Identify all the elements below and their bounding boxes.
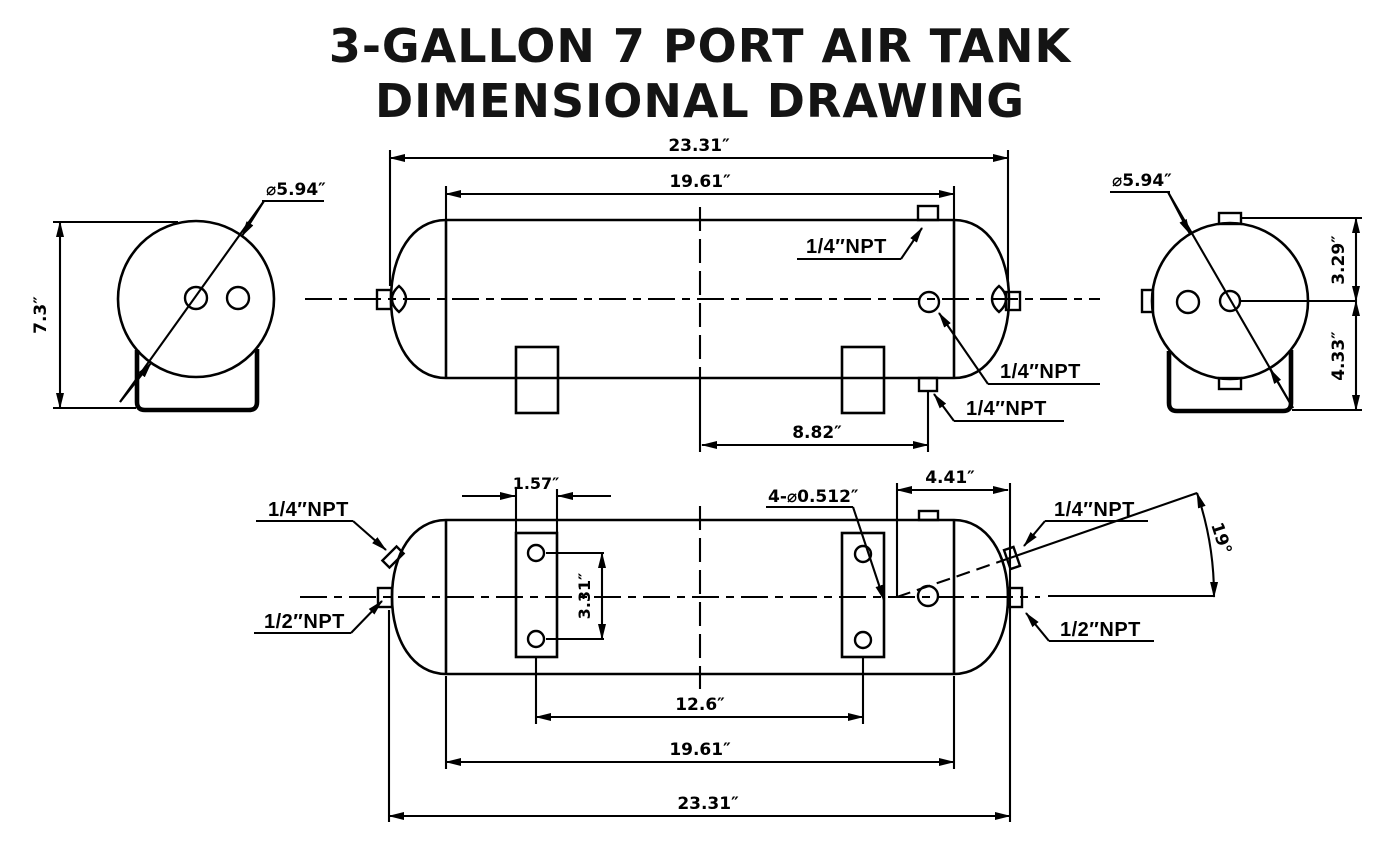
top-port-boss <box>1217 211 1243 226</box>
dim-end-port-offset-label: 4.41″ <box>925 468 975 488</box>
bracket-hole <box>526 543 546 563</box>
dim-diameter-label: ⌀5.94″ <box>1112 171 1172 191</box>
dim-shell-length: 19.61″ <box>444 676 956 769</box>
dim-shell-length-label: 19.61″ <box>669 172 731 192</box>
left-center-port-label: 1/2″NPT <box>264 611 345 633</box>
left-end-bracket <box>134 349 260 413</box>
dim-center-to-top-label: 3.29″ <box>1329 235 1349 285</box>
title-block: 3-GALLON 7 PORT AIR TANK DIMENSIONAL DRA… <box>329 19 1073 128</box>
side-port-boss <box>1140 288 1155 314</box>
left-center-port-callout: 1/2″NPT <box>254 600 383 635</box>
right-angled-port-label: 1/4″NPT <box>1054 499 1135 521</box>
dim-diameter: ⌀5.94″ <box>119 180 326 403</box>
left-angled-port-label: 1/4″NPT <box>268 499 349 521</box>
dim-end-port-offset: 4.41″ <box>895 468 1012 822</box>
end-face-port-center <box>1218 289 1242 313</box>
left-mounting-foot <box>514 345 560 415</box>
dim-overall-length: 23.31″ <box>388 136 1010 286</box>
side-view: 23.31″ 19.61″ 8.82″ 1/4″NPT 1/4″NPT 1/4″… <box>305 136 1100 452</box>
dim-overall-length-label: 23.31″ <box>677 794 739 814</box>
left-center-port <box>376 586 394 609</box>
title-line-2: DIMENSIONAL DRAWING <box>375 74 1025 128</box>
bracket-hole <box>853 630 873 650</box>
dim-shell-length-label: 19.61″ <box>669 740 731 760</box>
end-face-port-offset <box>225 285 251 311</box>
bracket-holes-label: 4-⌀0.512″ <box>768 487 859 507</box>
side-port-projection <box>917 509 940 522</box>
dim-bracket-spacing-label: 12.6″ <box>675 695 725 715</box>
dim-center-to-bottom: 4.33″ <box>1292 300 1362 412</box>
tank-end-face <box>116 219 276 379</box>
bracket-holes-callout: 4-⌀0.512″ <box>766 487 885 601</box>
dim-bracket-hole-spacing: 3.31″ <box>546 551 606 641</box>
right-end-port <box>1004 290 1022 312</box>
dim-bracket-spacing: 12.6″ <box>534 657 865 724</box>
right-center-port-label: 1/2″NPT <box>1060 619 1141 641</box>
bottom-port-label: 1/4″NPT <box>966 398 1047 420</box>
top-port-label: 1/4″NPT <box>806 236 887 258</box>
bottom-port-callout: 1/4″NPT <box>933 393 1064 423</box>
side-port <box>917 290 941 314</box>
right-end-view: ⌀5.94″ 3.29″ 4.33″ <box>1110 171 1362 414</box>
side-port-label: 1/4″NPT <box>1000 361 1081 383</box>
dim-bracket-width: 1.57″ <box>462 474 611 533</box>
right-center-port <box>1006 586 1024 609</box>
bottom-port-boss <box>1217 376 1243 391</box>
dim-center-to-top: 3.29″ <box>1242 216 1362 302</box>
left-end-view: ⌀5.94″ 7.3″ <box>31 180 326 413</box>
dim-bracket-width-label: 1.57″ <box>513 474 560 493</box>
right-mounting-foot <box>840 345 886 415</box>
dim-overall-length: 23.31″ <box>387 610 1011 822</box>
left-end-port-boss <box>390 284 408 314</box>
right-angled-port-callout: 1/4″NPT <box>1023 499 1148 547</box>
end-face-port-offset <box>1175 289 1201 315</box>
right-bracket-plate <box>840 531 886 659</box>
dim-overall-length-label: 23.31″ <box>668 136 730 156</box>
dim-diameter-label: ⌀5.94″ <box>266 180 326 200</box>
end-face-port-center <box>183 285 209 311</box>
dim-center-to-bottom-label: 4.33″ <box>1329 331 1349 381</box>
dim-diameter: ⌀5.94″ <box>1110 171 1294 409</box>
left-angled-port <box>380 544 406 570</box>
dim-overall-height: 7.3″ <box>31 220 178 410</box>
dim-port-offset: 8.82″ <box>701 392 930 452</box>
bracket-hole <box>853 544 873 564</box>
dim-bracket-hole-spacing-label: 3.31″ <box>575 573 594 620</box>
right-end-bracket <box>1166 350 1294 414</box>
dim-shell-length: 19.61″ <box>444 172 956 221</box>
dim-port-angle: 19° <box>896 492 1235 598</box>
right-center-port-callout: 1/2″NPT <box>1025 612 1154 643</box>
top-view: 19° 1.57″ 3.31″ 4-⌀0.512″ 4. <box>254 468 1235 822</box>
left-angled-port-callout: 1/4″NPT <box>256 499 387 551</box>
side-port-callout: 1/4″NPT <box>938 312 1100 386</box>
dim-overall-height-label: 7.3″ <box>31 296 51 334</box>
bottom-port <box>917 376 939 393</box>
title-line-1: 3-GALLON 7 PORT AIR TANK <box>329 19 1073 73</box>
dim-port-offset-label: 8.82″ <box>792 423 842 443</box>
top-port-callout: 1/4″NPT <box>797 227 923 261</box>
bracket-hole <box>526 629 546 649</box>
top-port <box>916 204 940 222</box>
